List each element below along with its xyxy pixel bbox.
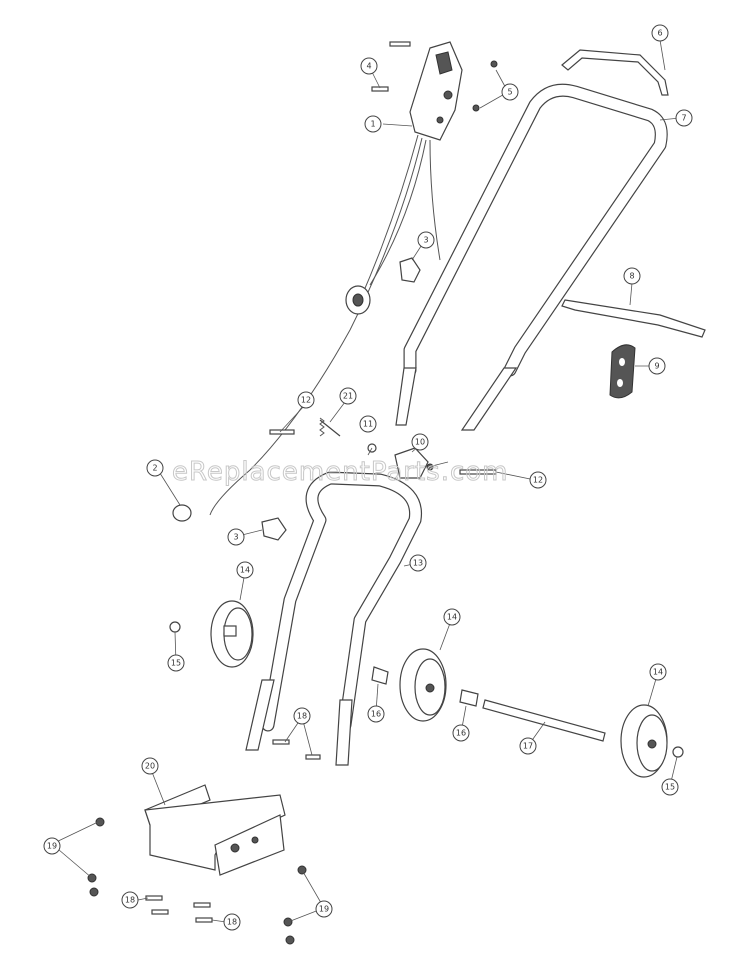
callout-16-left: 16	[367, 705, 385, 723]
callout-label: 3	[233, 533, 238, 542]
watermark-text: eReplacementParts.com	[172, 457, 509, 487]
callout-15-left: 15	[167, 654, 185, 672]
callout-label: 2	[152, 464, 157, 473]
callout-label: 19	[319, 905, 329, 914]
callout-label: 4	[366, 62, 371, 71]
callout-2: 2	[146, 459, 164, 477]
callout-8: 8	[623, 267, 641, 285]
callout-18-bottom-right: 18	[223, 913, 241, 931]
callout-12-right: 12	[529, 471, 547, 489]
lower-handle	[245, 471, 423, 766]
callout-label: 12	[301, 396, 311, 405]
deck-bracket	[144, 784, 286, 876]
switch-screws	[371, 41, 498, 112]
callout-label: 20	[145, 762, 155, 771]
callout-label: 18	[125, 896, 135, 905]
callout-10: 10	[411, 433, 429, 451]
callout-label: 6	[657, 29, 662, 38]
callout-20: 20	[141, 757, 159, 775]
nuts-right	[283, 865, 307, 945]
callout-label: 14	[653, 668, 663, 677]
callout-9: 9	[648, 357, 666, 375]
callout-label: 18	[227, 918, 237, 927]
bail-bar	[561, 49, 669, 96]
callout-label: 5	[507, 88, 512, 97]
wheel-left	[210, 600, 254, 668]
callout-label: 19	[47, 842, 57, 851]
callout-19-left: 19	[43, 837, 61, 855]
callout-label: 15	[665, 783, 675, 792]
knob-assembly	[269, 417, 497, 479]
callout-label: 15	[171, 659, 181, 668]
callout-label: 1	[370, 120, 375, 129]
callout-21: 21	[339, 387, 357, 405]
callout-19-right: 19	[315, 900, 333, 918]
callout-label: 16	[456, 729, 466, 738]
callout-4: 4	[360, 57, 378, 75]
callout-11: 11	[359, 415, 377, 433]
nut-left	[169, 621, 181, 633]
callout-label: 14	[240, 566, 250, 575]
callout-3-lower: 3	[227, 528, 245, 546]
callout-18-bottom-left: 18	[121, 891, 139, 909]
callout-label: 9	[654, 362, 659, 371]
cables	[209, 134, 441, 516]
callout-label: 17	[523, 742, 533, 751]
cable-clip-lower	[261, 517, 287, 541]
bracket	[561, 299, 706, 338]
axle	[482, 699, 606, 742]
bolts-bottom	[145, 895, 213, 923]
nut-right	[672, 746, 684, 758]
callout-label: 3	[423, 236, 428, 245]
callout-12-left: 12	[297, 391, 315, 409]
strain-relief	[172, 504, 192, 522]
callout-14-right: 14	[649, 663, 667, 681]
callout-17: 17	[519, 737, 537, 755]
wheel-middle	[399, 648, 447, 722]
callout-6: 6	[651, 24, 669, 42]
callout-14-middle: 14	[443, 608, 461, 626]
callout-5: 5	[501, 83, 519, 101]
callout-label: 10	[415, 438, 425, 447]
callout-13: 13	[409, 554, 427, 572]
callout-label: 12	[533, 476, 543, 485]
callout-18-middle: 18	[293, 707, 311, 725]
callout-label: 21	[343, 392, 353, 401]
callout-15-right: 15	[661, 778, 679, 796]
callout-label: 11	[363, 420, 373, 429]
bushing-left	[371, 666, 389, 685]
callout-14-left: 14	[236, 561, 254, 579]
nuts-left	[87, 817, 105, 897]
bushing-right	[459, 689, 479, 707]
bolts-middle	[272, 739, 321, 760]
upper-handle	[395, 83, 668, 431]
callout-label: 8	[629, 272, 634, 281]
callout-label: 7	[681, 114, 686, 123]
callout-label: 13	[413, 559, 423, 568]
callout-16-right: 16	[452, 724, 470, 742]
wheel-right	[620, 704, 668, 778]
callout-label: 14	[447, 613, 457, 622]
callout-7: 7	[675, 109, 693, 127]
callout-3-upper: 3	[417, 231, 435, 249]
plug	[345, 285, 371, 315]
callout-label: 16	[371, 710, 381, 719]
callout-label: 18	[297, 712, 307, 721]
cable-clip-upper	[399, 257, 421, 283]
cord-hook	[609, 344, 636, 399]
callout-1: 1	[364, 115, 382, 133]
switch-box	[409, 41, 463, 141]
